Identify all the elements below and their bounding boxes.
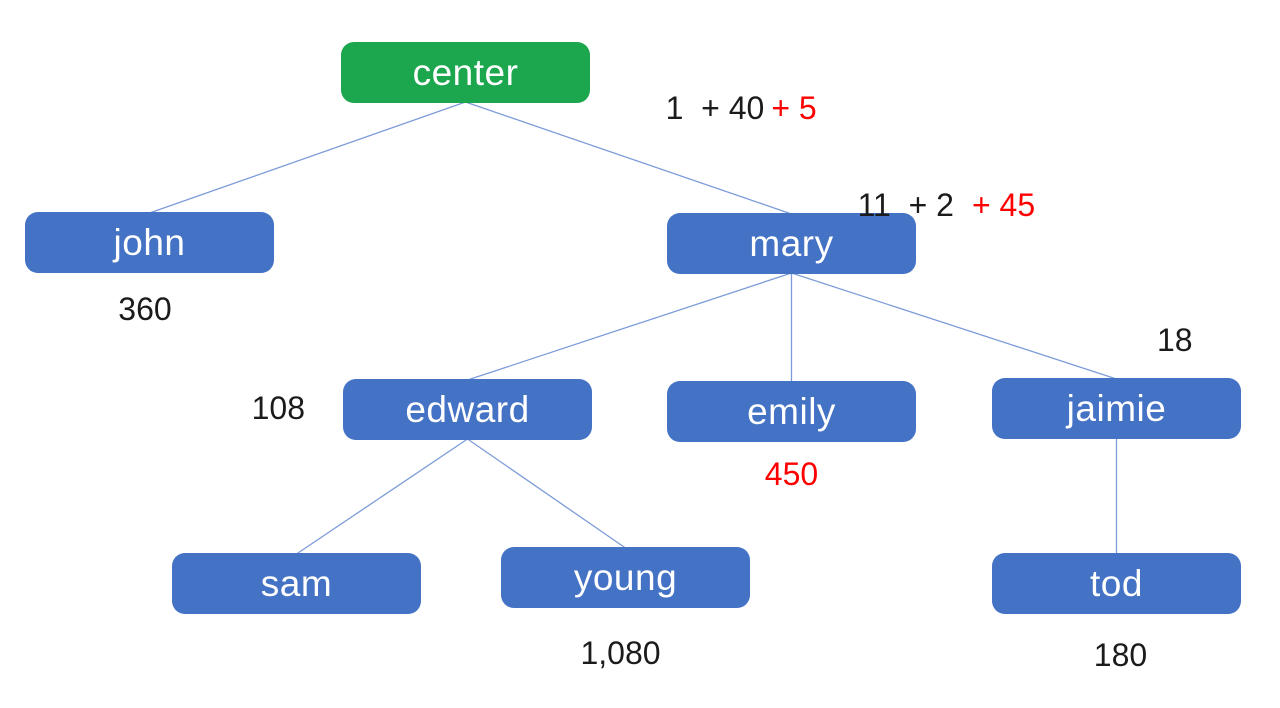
annotation-mary-sum: 11 + 2 + 45 (822, 153, 1036, 259)
mary-sum-red-part: + 45 (971, 187, 1036, 224)
node-center-label: center (412, 52, 519, 93)
annotation-young-value: 1,080 (580, 635, 661, 671)
node-mary-label: mary (749, 223, 834, 264)
annotation-edward-value: 108 (251, 390, 305, 426)
node-tod-label: tod (1090, 563, 1143, 604)
node-edward-label: edward (405, 389, 530, 430)
annotation-emily-value: 450 (764, 456, 819, 492)
annotation-jaimie-value: 18 (1157, 322, 1193, 358)
node-john-label: john (113, 222, 186, 263)
node-emily: emily (667, 381, 916, 442)
node-edward: edward (343, 379, 592, 440)
annotation-center-sum: 1 + 40+ 5 (630, 56, 817, 162)
node-john: john (25, 212, 274, 273)
node-jaimie-label: jaimie (1066, 388, 1167, 429)
node-mary: mary (667, 213, 916, 274)
node-emily-label: emily (747, 391, 836, 432)
node-tod: tod (992, 553, 1241, 614)
center-sum-red-part: + 5 (771, 90, 817, 127)
center-sum-black-part: 1 + 40 (665, 90, 765, 127)
node-sam-label: sam (260, 563, 333, 604)
node-jaimie: jaimie (992, 378, 1241, 439)
node-center: center (341, 42, 590, 103)
annotation-tod-value: 180 (1093, 637, 1148, 673)
node-sam: sam (172, 553, 421, 614)
mary-sum-black-part: 11 + 2 (857, 187, 954, 224)
node-young: young (501, 547, 750, 608)
annotation-john-value: 360 (118, 291, 172, 327)
node-young-label: young (573, 557, 678, 598)
